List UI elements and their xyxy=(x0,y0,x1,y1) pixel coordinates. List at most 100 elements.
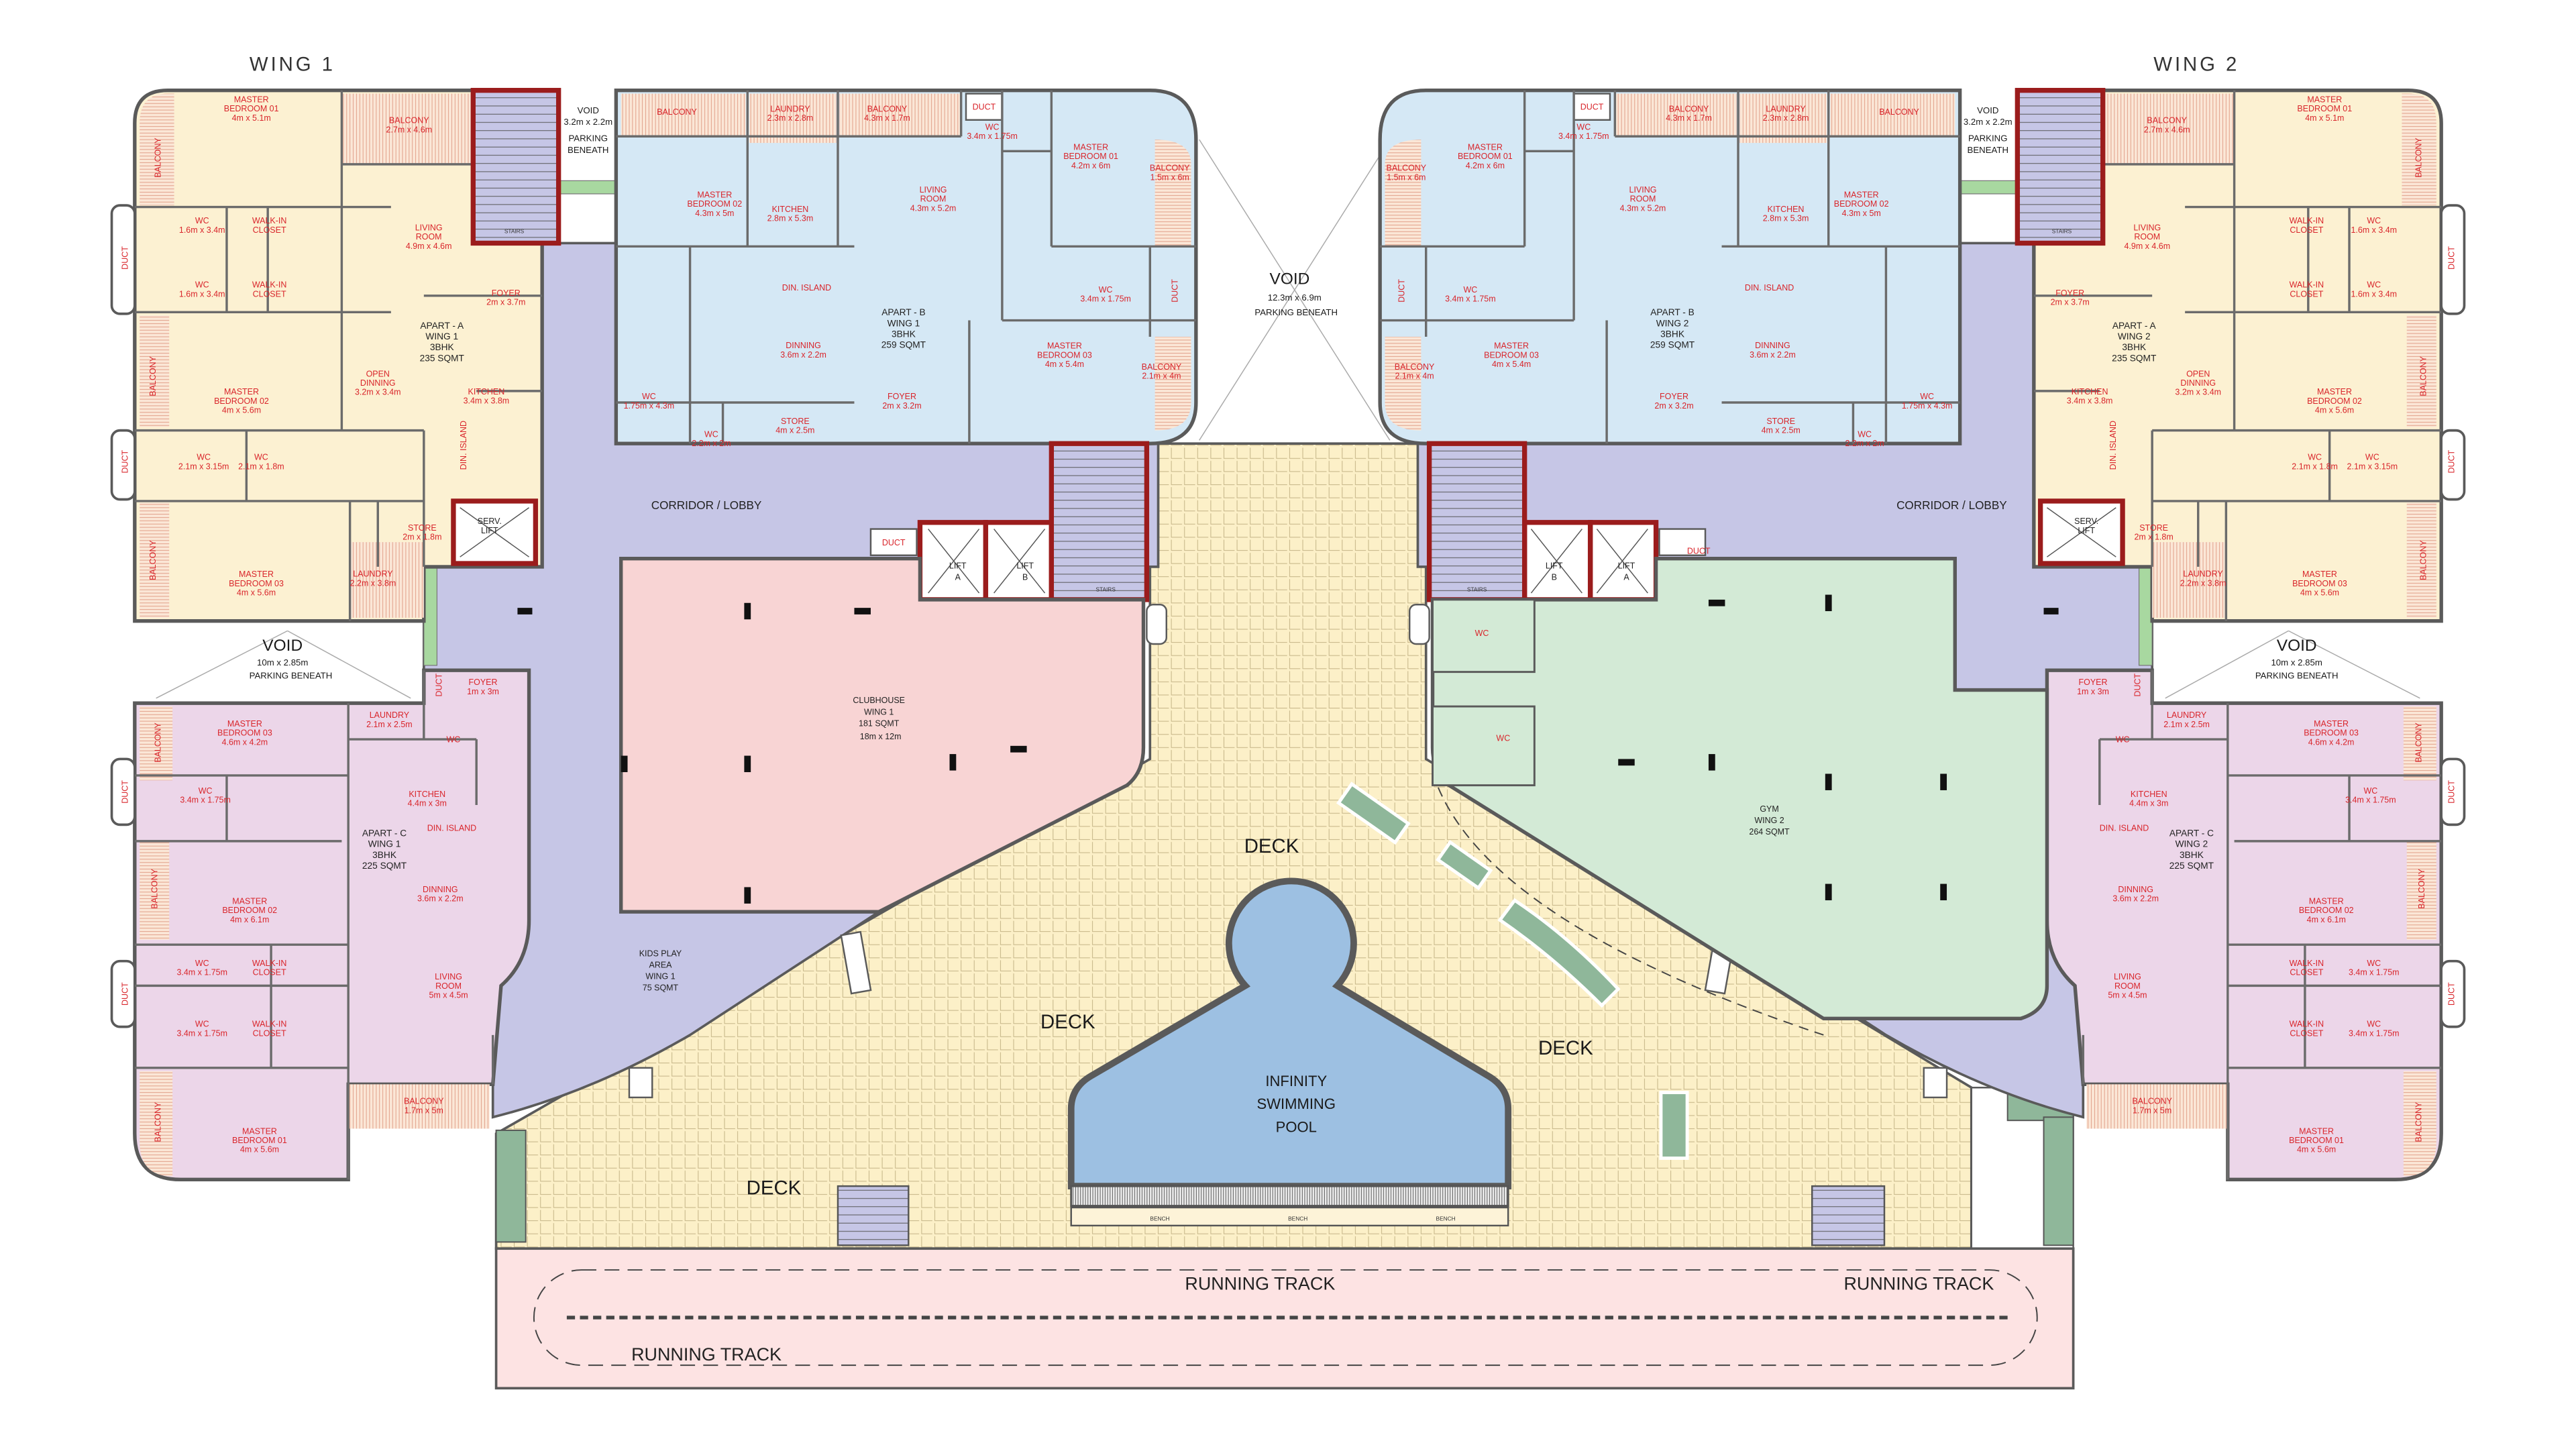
planter xyxy=(2043,1116,2074,1246)
apartment-title-line: WING 2 xyxy=(1656,318,1689,328)
room-name: MASTER xyxy=(232,896,267,906)
void-size: 3.2m x 2.2m xyxy=(1964,117,2012,127)
room-name: BEDROOM 03 xyxy=(2304,729,2359,738)
room-name: WC xyxy=(195,1020,209,1029)
room-label: STAIRS xyxy=(504,227,525,234)
room-name: CLOSET xyxy=(253,1028,286,1038)
room-name: BALCONY xyxy=(867,105,908,114)
room-name: BALCONY xyxy=(389,116,429,125)
stairs-label: STAIRS xyxy=(1095,586,1116,593)
room-size: 1.75m x 4.3m xyxy=(624,401,675,411)
room-label: DIN. ISLAND xyxy=(2100,824,2149,833)
duct xyxy=(1146,604,1167,645)
green-strip xyxy=(423,566,438,666)
room-size: 3.4m x 1.75m xyxy=(967,131,1018,141)
room-label: DUCT xyxy=(2133,674,2143,697)
void-size: 3.2m x 2.2m xyxy=(564,117,612,127)
room-size: 2.1m x 4m xyxy=(1395,372,1434,381)
apartment-title-line: 225 SQMT xyxy=(362,861,407,871)
pool-edge xyxy=(1070,1185,1509,1208)
apartment-title-line: 225 SQMT xyxy=(2169,861,2214,871)
room-name: BALCONY xyxy=(148,540,158,580)
room-label: WC xyxy=(447,735,461,744)
room-name: WC xyxy=(447,735,461,744)
room-size: 1.7m x 5m xyxy=(2133,1106,2171,1115)
room-name: KITCHEN xyxy=(772,205,809,214)
deck-labels: DECK DECK DECK DECK xyxy=(747,835,1593,1199)
room-name: STORE xyxy=(408,523,437,533)
room-name: BEDROOM 01 xyxy=(224,104,279,113)
room-size: 2.7m x 4.6m xyxy=(386,125,432,134)
room-name: FOYER xyxy=(492,288,521,298)
balcony xyxy=(140,315,170,427)
room-label: WC1.6m x 3.4m xyxy=(179,280,225,299)
room-label: WC3.4m x 1.75m xyxy=(180,786,231,805)
void-note: PARKING xyxy=(568,133,608,144)
balcony xyxy=(348,1084,490,1129)
room-name: BALCONY xyxy=(2419,540,2428,580)
room-name: DIN. ISLAND xyxy=(782,283,831,292)
apartment-title-line: WING 1 xyxy=(368,839,401,849)
room-size: 2m x 3.2m xyxy=(882,401,921,411)
room-size: 1m x 3m xyxy=(2077,687,2109,696)
room-size: 4m x 5.1m xyxy=(2305,113,2344,123)
room-size: 4.2m x 6m xyxy=(1071,161,1110,170)
room-name: WC xyxy=(1858,429,1872,439)
apartment-title-line: 259 SQMT xyxy=(1650,340,1695,350)
room-label: WC2.1m x 3.15m xyxy=(178,453,229,472)
room-size: 5m x 4.5m xyxy=(429,991,468,1000)
room-label: BALCONY xyxy=(2419,540,2428,580)
stairs-label: STAIRS xyxy=(1467,586,1487,593)
void-labels: VOID 3.2m x 2.2m PARKING BENEATH VOID 3.… xyxy=(250,105,2339,680)
room-label: SERV.LIFT xyxy=(478,517,502,535)
room-name: WC xyxy=(197,453,211,462)
room-name: OPEN xyxy=(2186,369,2210,378)
balcony xyxy=(1155,337,1191,431)
room-name: MASTER xyxy=(2299,1126,2334,1136)
room-name: ROOM xyxy=(2134,232,2160,241)
room-label: WC2.2m x 2m xyxy=(692,429,731,448)
room-name: FOYER xyxy=(2055,288,2084,298)
room-size: 2.1m x 3.15m xyxy=(178,462,229,471)
wing-1-structure xyxy=(110,88,1198,1182)
room-size: 4.3m x 1.7m xyxy=(864,113,910,123)
room-size: 2m x 3.7m xyxy=(486,298,525,307)
room-name: DIN. ISLAND xyxy=(459,421,468,470)
void-title: VOID xyxy=(262,637,303,655)
room-name: WC xyxy=(1463,285,1477,294)
room-name: OPEN xyxy=(366,369,390,378)
room-name: BALCONY xyxy=(1387,164,1427,173)
void-note: PARKING xyxy=(1968,133,2008,144)
room-name: MASTER xyxy=(2309,896,2344,906)
room-name: LIVING xyxy=(415,223,443,232)
wing-1-title: WING 1 xyxy=(250,53,335,75)
room-size: 2m x 3.7m xyxy=(2051,298,2090,307)
room-label: BALCONY xyxy=(148,356,158,396)
room-label: WC1.6m x 3.4m xyxy=(2351,280,2397,299)
duct xyxy=(110,959,136,1028)
room-size: 2m x 1.8m xyxy=(2135,533,2174,542)
room-size: 3.4m x 1.75m xyxy=(1445,294,1496,304)
deck-stairs-right xyxy=(1811,1185,1886,1246)
room-name: MASTER xyxy=(2317,387,2352,396)
room-name: MASTER xyxy=(234,95,269,104)
room-name: DIN. ISLAND xyxy=(1745,283,1794,292)
room-name: BALCONY xyxy=(148,356,158,396)
apartment-title-line: 3BHK xyxy=(2122,342,2146,352)
apartment-title-line: WING 1 xyxy=(888,318,920,328)
room-label: WC3.4m x 1.75m xyxy=(176,959,227,977)
room-size: 4.6m x 4.2m xyxy=(222,737,268,747)
